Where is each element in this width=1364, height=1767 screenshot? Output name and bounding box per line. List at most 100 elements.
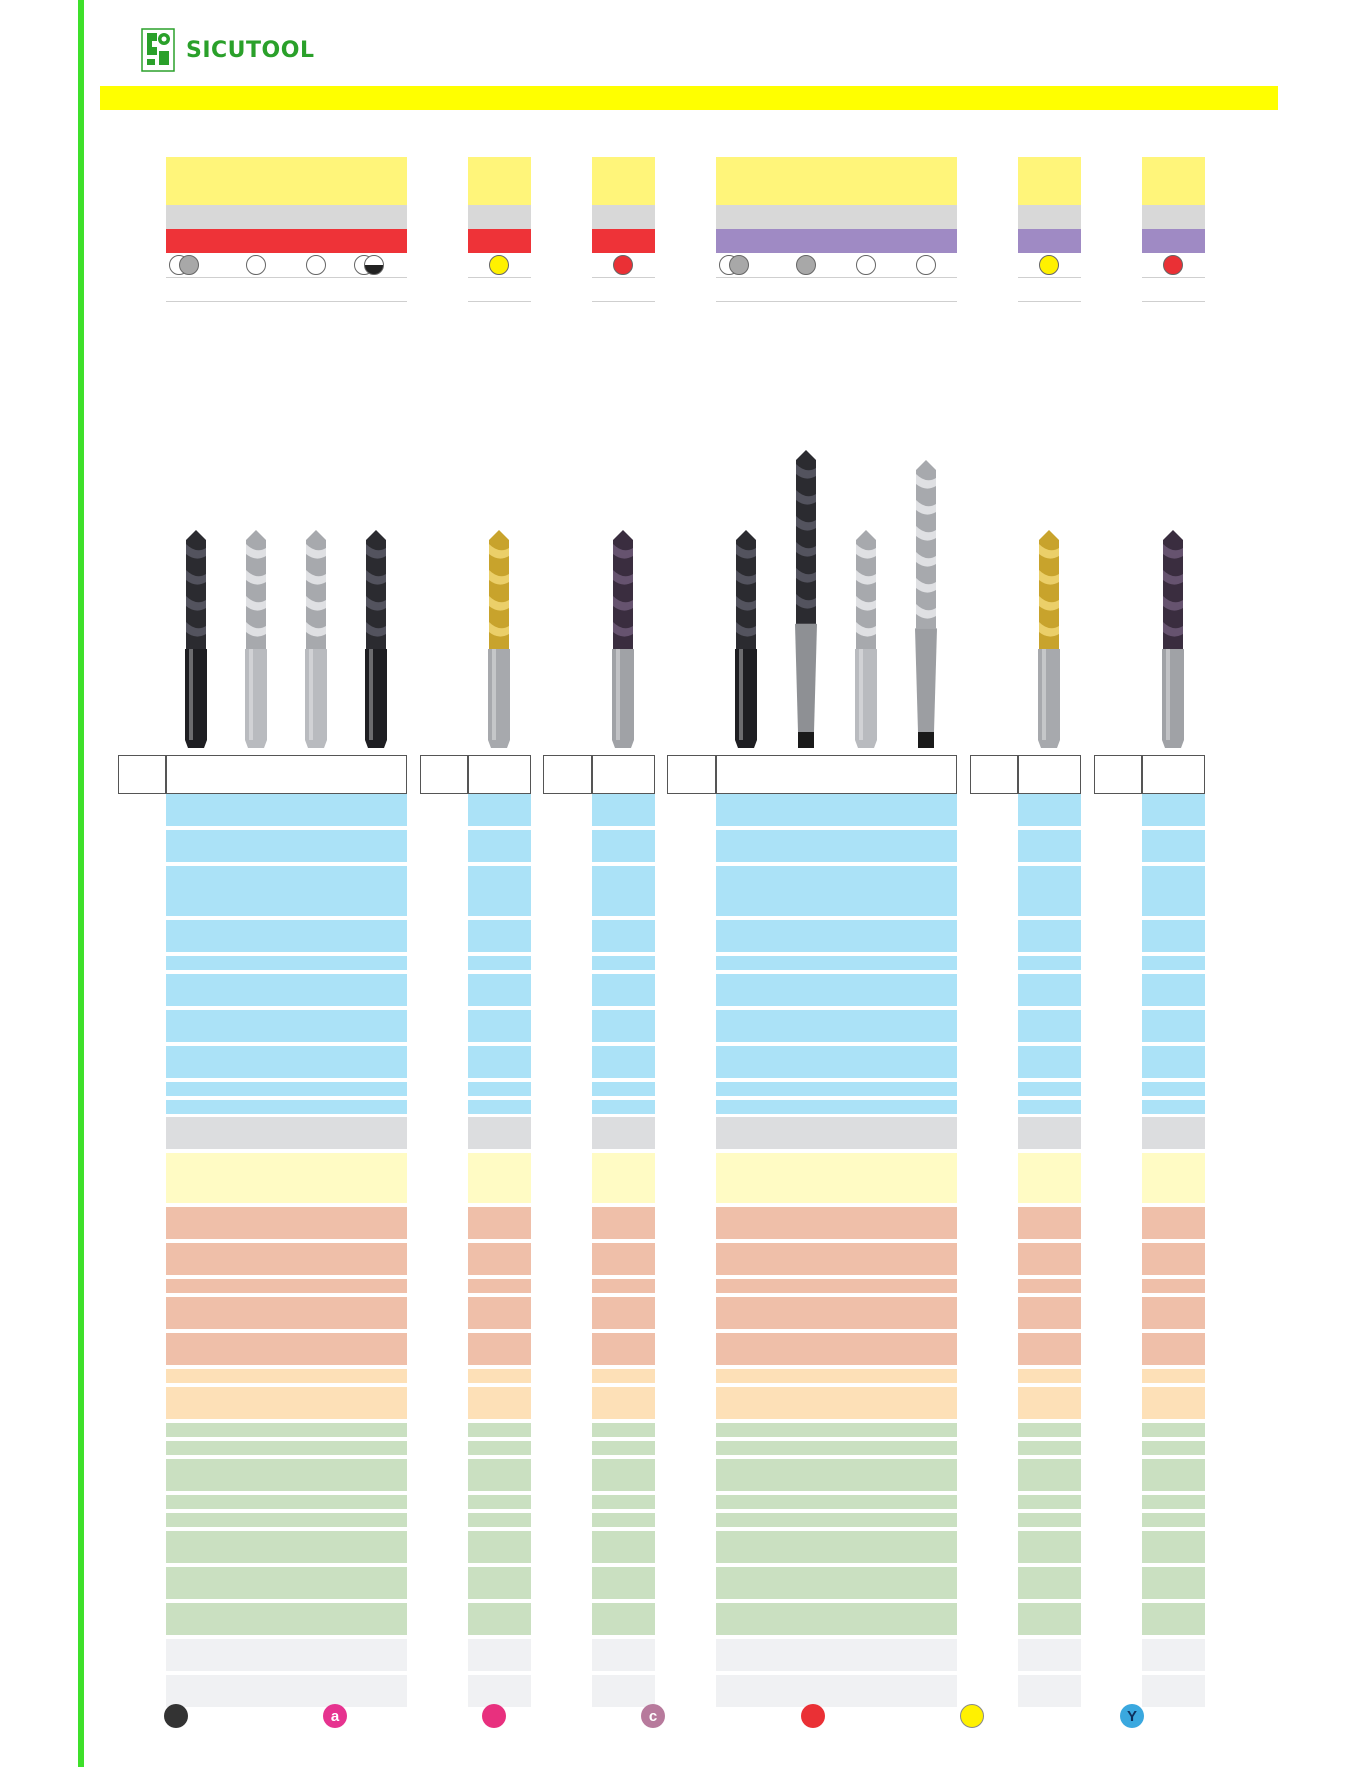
suitability-gray-dot <box>179 255 199 275</box>
table-row <box>716 1369 957 1383</box>
table-head-box <box>166 755 407 794</box>
table-row <box>592 974 655 1006</box>
table-row <box>166 1531 407 1563</box>
table-row <box>1142 974 1205 1006</box>
header-yellow-cell <box>468 157 531 205</box>
table-row <box>592 1387 655 1419</box>
table-row <box>1018 1603 1081 1635</box>
header-gray-cell <box>468 205 531 229</box>
magenta-dot-icon <box>482 1704 506 1728</box>
table-row <box>166 830 407 862</box>
table-row <box>166 1423 407 1437</box>
blue-y-icon: Y <box>1120 1704 1144 1728</box>
table-row <box>592 794 655 826</box>
table-row <box>468 1117 531 1149</box>
table-row <box>1018 1297 1081 1329</box>
suitability-red-dot <box>1163 255 1183 275</box>
violet-coated-drill-icon <box>1162 530 1184 748</box>
table-row <box>592 1369 655 1383</box>
table-row <box>716 1495 957 1509</box>
table-row <box>1018 1567 1081 1599</box>
tin-gold-drill-icon <box>1038 530 1060 748</box>
table-head-box <box>716 755 957 794</box>
table-row <box>592 1297 655 1329</box>
table-row <box>716 1567 957 1599</box>
bright-drill-icon <box>305 530 327 748</box>
table-row <box>716 1100 957 1114</box>
violet-coated-drill-icon <box>612 530 634 748</box>
table-row <box>592 956 655 970</box>
table-row <box>1142 1297 1205 1329</box>
suitability-white-dot <box>916 255 936 275</box>
legend-letter: a <box>330 1707 340 1725</box>
sicutool-logo-icon <box>141 28 175 72</box>
header-coating-cell <box>716 229 957 253</box>
suitability-gray-dot <box>796 255 816 275</box>
table-row <box>166 1207 407 1239</box>
table-row <box>1142 1333 1205 1365</box>
table-row <box>592 1459 655 1491</box>
table-head-box <box>1018 755 1081 794</box>
table-row <box>166 1639 407 1671</box>
table-lead-box <box>420 755 468 794</box>
table-row <box>1018 1100 1081 1114</box>
table-row <box>1142 1243 1205 1275</box>
table-row <box>1142 1100 1205 1114</box>
table-row <box>468 1297 531 1329</box>
table-row <box>1018 1243 1081 1275</box>
table-row <box>716 794 957 826</box>
table-row <box>1018 920 1081 952</box>
table-row <box>592 1495 655 1509</box>
table-row <box>1142 1423 1205 1437</box>
table-row <box>716 830 957 862</box>
table-row <box>592 1046 655 1078</box>
suitability-white-dot <box>246 255 266 275</box>
suitability-red-dot <box>613 255 633 275</box>
header-coating-cell <box>592 229 655 253</box>
table-lead-box <box>1094 755 1142 794</box>
table-row <box>716 1603 957 1635</box>
header-divider <box>716 277 957 278</box>
header-divider <box>468 277 531 278</box>
table-row <box>468 1423 531 1437</box>
header-coating-cell <box>468 229 531 253</box>
table-row <box>166 1333 407 1365</box>
taper-shank-black-drill-icon <box>795 450 817 748</box>
table-lead-box <box>543 755 592 794</box>
bright-drill-icon <box>855 530 877 748</box>
table-row <box>1142 1495 1205 1509</box>
table-row <box>1142 830 1205 862</box>
table-row <box>468 1243 531 1275</box>
table-row <box>166 1279 407 1293</box>
table-row <box>166 1567 407 1599</box>
table-row <box>716 1010 957 1042</box>
header-yellow-cell <box>1018 157 1081 205</box>
table-row <box>592 830 655 862</box>
table-row <box>1018 866 1081 916</box>
bright-drill-icon <box>245 530 267 748</box>
header-coating-cell <box>166 229 407 253</box>
table-row <box>468 1369 531 1383</box>
table-row <box>592 1153 655 1203</box>
table-row <box>716 1423 957 1437</box>
table-row <box>468 956 531 970</box>
table-row <box>166 794 407 826</box>
table-row <box>1142 794 1205 826</box>
table-row <box>468 1100 531 1114</box>
table-row <box>166 1603 407 1635</box>
table-row <box>1018 1495 1081 1509</box>
table-row <box>716 866 957 916</box>
table-row <box>1018 1387 1081 1419</box>
header-divider <box>1018 277 1081 278</box>
table-row <box>1018 1010 1081 1042</box>
table-row <box>1018 1046 1081 1078</box>
table-row <box>166 1100 407 1114</box>
table-row <box>1018 1423 1081 1437</box>
table-row <box>716 1441 957 1455</box>
table-row <box>716 1153 957 1203</box>
taper-shank-bright-drill-icon <box>915 460 937 748</box>
table-row <box>1142 1675 1205 1707</box>
suitability-gray-dot <box>729 255 749 275</box>
header-divider <box>166 301 407 302</box>
black-dot-icon <box>164 1704 188 1728</box>
